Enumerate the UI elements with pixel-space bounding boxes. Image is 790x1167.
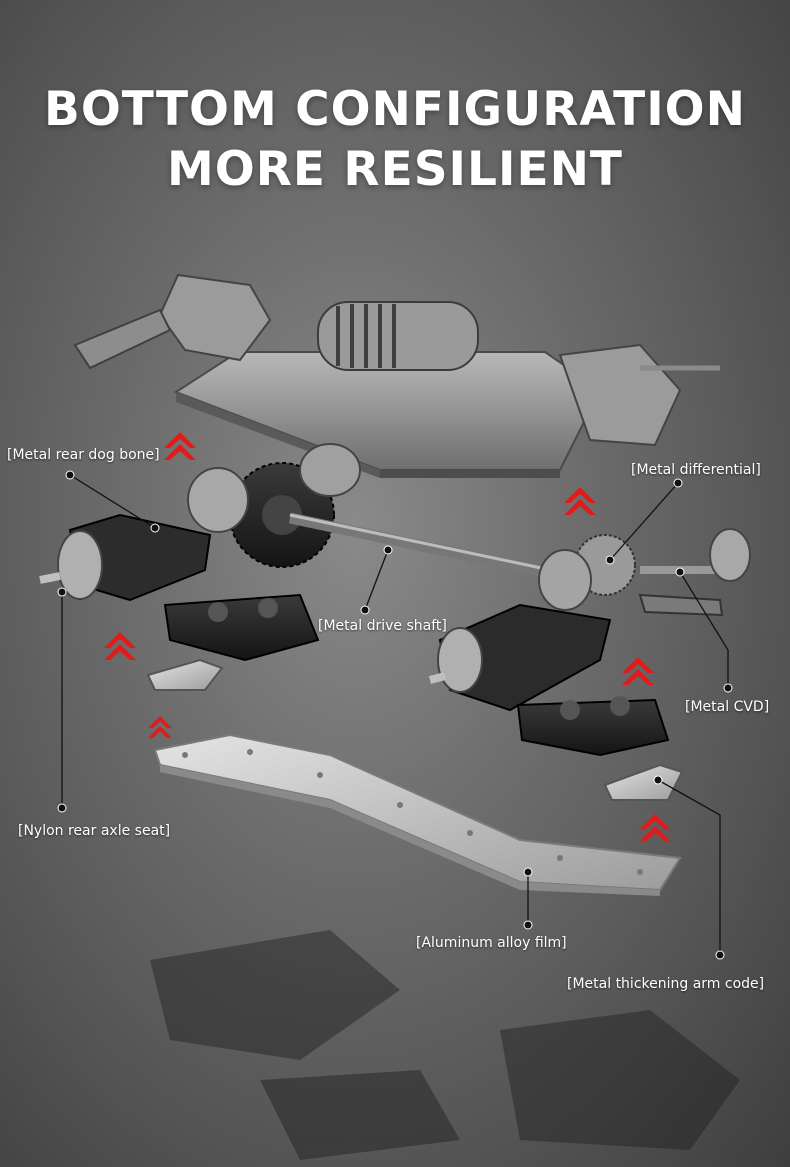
label-nylon-rear-axle-seat: [Nylon rear axle seat] (18, 823, 171, 839)
double-chevron-up-icon (148, 716, 172, 738)
label-aluminum-alloy-film: [Aluminum alloy film] (416, 935, 567, 951)
double-chevron-up-icon (564, 487, 596, 515)
floor-reflection (150, 930, 740, 1160)
leader-lines (61, 474, 729, 955)
leader-dots (57, 470, 733, 960)
rear-arm-mount (146, 658, 224, 691)
double-chevron-up-icon (164, 432, 196, 460)
headline-line-1: BOTTOM CONFIGURATION (44, 82, 746, 137)
front-arm-mount (603, 763, 684, 801)
label-metal-thickening-arm-code: [Metal thickening arm code] (567, 976, 765, 992)
assembly-arrows (104, 432, 671, 842)
front-axle-seat (516, 696, 670, 757)
label-metal-differential: [Metal differential] (631, 462, 761, 478)
drive-shaft (288, 512, 562, 581)
double-chevron-up-icon (622, 657, 654, 685)
label-metal-rear-dog-bone: [Metal rear dog bone] (7, 447, 160, 463)
aluminum-skid-plate (153, 733, 682, 896)
headline-line-2: MORE RESILIENT (167, 142, 623, 197)
label-metal-cvd: [Metal CVD] (685, 699, 770, 715)
double-chevron-up-icon (104, 632, 136, 660)
label-metal-drive-shaft: [Metal drive shaft] (318, 618, 447, 634)
rear-axle-seat (163, 593, 320, 662)
motor (317, 301, 479, 371)
double-chevron-up-icon (639, 814, 671, 842)
rear-gearbox (39, 443, 361, 602)
chassis-tub (73, 273, 720, 478)
front-gearbox (428, 528, 751, 712)
